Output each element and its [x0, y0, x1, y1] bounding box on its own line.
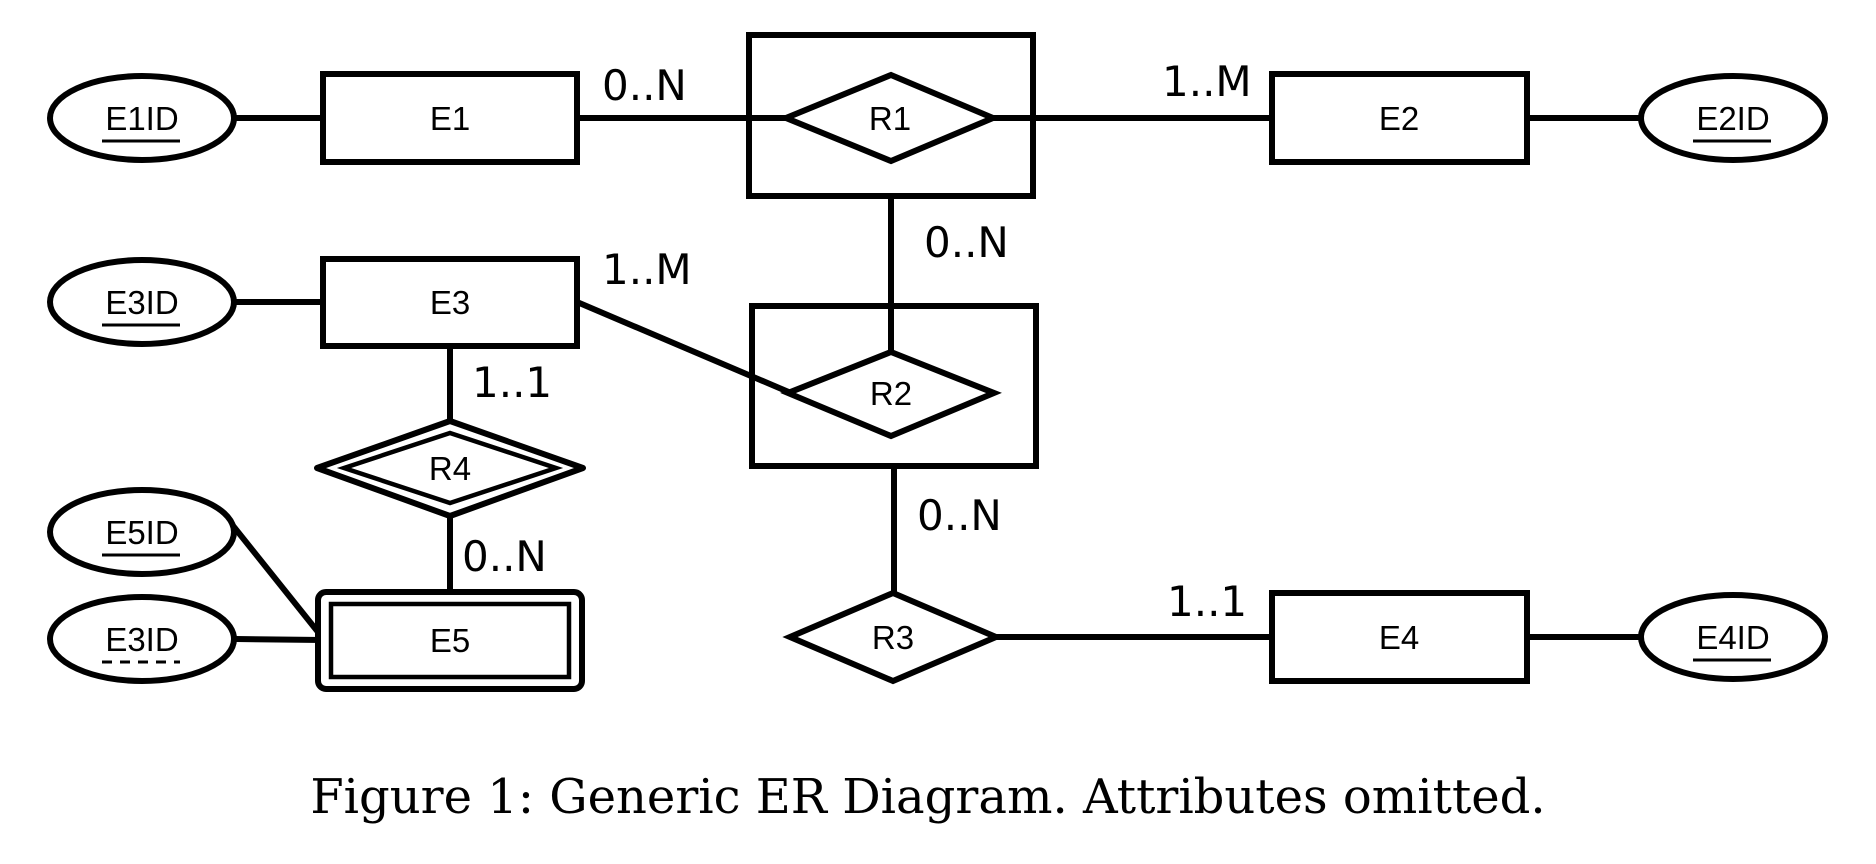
cardinality-e5-r4: 0..N — [462, 532, 547, 581]
line-e3id-e5 — [235, 636, 323, 643]
attribute-e2id-label: E2ID — [1696, 100, 1769, 137]
aggregation-box-r2[interactable] — [749, 303, 1039, 469]
entity-e2[interactable]: E2 — [1269, 71, 1530, 165]
figure-caption: Figure 1: Generic ER Diagram. Attributes… — [310, 769, 1545, 825]
cardinality-e2-r1: 1..M — [1162, 57, 1252, 106]
cardinality-e4-r3: 1..1 — [1167, 577, 1247, 626]
attribute-e3id-label: E3ID — [105, 284, 178, 321]
relationship-r1-label: R1 — [869, 100, 911, 137]
attribute-e5-partial-e3id[interactable]: E3ID — [47, 594, 237, 684]
entity-e3-label: E3 — [430, 284, 470, 321]
entity-e5-label: E5 — [430, 622, 470, 659]
entity-e4[interactable]: E4 — [1269, 590, 1530, 684]
attribute-e1id-label: E1ID — [105, 100, 178, 137]
attribute-e1id[interactable]: E1ID — [47, 73, 237, 163]
entity-e2-label: E2 — [1379, 100, 1419, 137]
attribute-e4id-label: E4ID — [1696, 619, 1769, 656]
weak-entity-e5[interactable]: E5 — [315, 589, 585, 692]
entity-e3[interactable]: E3 — [320, 256, 580, 349]
attribute-e3id[interactable]: E3ID — [47, 257, 237, 347]
relationship-r3[interactable]: R3 — [782, 589, 1004, 685]
aggregation-box-r1[interactable] — [746, 32, 1036, 199]
relationship-r1[interactable]: R1 — [778, 71, 1001, 165]
entity-e4-label: E4 — [1379, 619, 1419, 656]
identifying-relationship-r4[interactable]: R4 — [314, 418, 586, 519]
attribute-e5id[interactable]: E5ID — [47, 487, 237, 577]
relationship-r2-label: R2 — [870, 375, 912, 412]
relationship-r4-label: R4 — [429, 450, 471, 487]
cardinality-e3-r2: 1..M — [602, 245, 692, 294]
cardinality-r1-r2: 0..N — [924, 218, 1009, 267]
relationship-r3-label: R3 — [872, 619, 914, 656]
cardinality-e3-r4: 1..1 — [472, 358, 552, 407]
attribute-e5-e3id-label: E3ID — [105, 621, 178, 658]
cardinality-e1-r1: 0..N — [602, 61, 687, 110]
line-e3-r2 — [575, 299, 793, 396]
attribute-e2id[interactable]: E2ID — [1638, 73, 1828, 163]
cardinality-r2-r3: 0..N — [917, 491, 1002, 540]
line-e5id-e5 — [227, 520, 325, 639]
attribute-e5id-label: E5ID — [105, 514, 178, 551]
relationship-r2[interactable]: R2 — [780, 348, 1002, 440]
attribute-e4id[interactable]: E4ID — [1638, 592, 1828, 682]
entity-e1[interactable]: E1 — [320, 71, 580, 165]
entity-e1-label: E1 — [430, 100, 470, 137]
